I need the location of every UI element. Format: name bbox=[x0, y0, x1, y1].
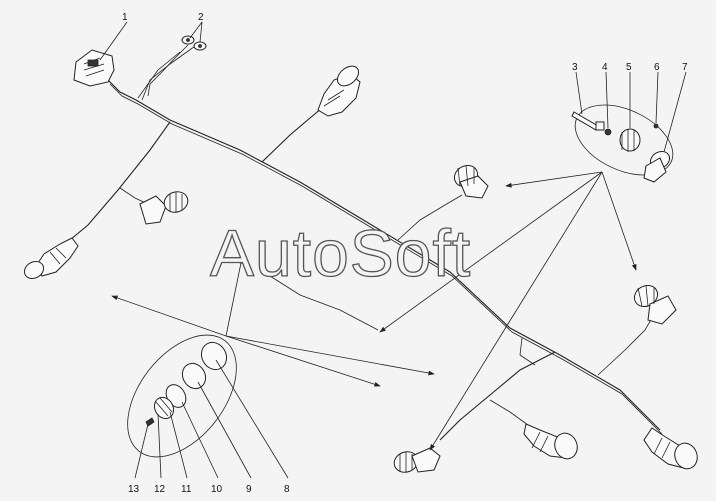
pointer-arrows bbox=[111, 171, 637, 451]
callout-4: 4 bbox=[602, 62, 608, 73]
callout-13: 13 bbox=[128, 484, 140, 495]
callout-3: 3 bbox=[572, 62, 578, 73]
callout-9: 9 bbox=[246, 484, 252, 495]
harness-trunk bbox=[107, 43, 663, 435]
angled-plug-right bbox=[633, 284, 677, 325]
round-socket-top bbox=[317, 65, 361, 117]
round-socket-bottom-center bbox=[523, 423, 578, 460]
callout-10: 10 bbox=[211, 484, 223, 495]
round-socket-left bbox=[23, 237, 79, 280]
callout-2: 2 bbox=[198, 12, 204, 23]
angled-plug-bottom bbox=[393, 447, 441, 473]
detail-group-right bbox=[571, 104, 674, 183]
callout-8: 8 bbox=[284, 484, 290, 495]
callout-12: 12 bbox=[154, 484, 166, 495]
callout-numbers: 1 2 3 4 5 6 7 8 9 10 11 12 13 bbox=[122, 12, 688, 495]
angled-plug-center bbox=[453, 164, 489, 199]
callout-6: 6 bbox=[654, 62, 660, 73]
callout-1: 1 bbox=[122, 12, 128, 23]
block-connector bbox=[73, 49, 115, 87]
watermark-text: AutoSoft bbox=[210, 216, 471, 290]
angled-plug-left bbox=[139, 191, 189, 225]
callout-leaders bbox=[99, 21, 687, 479]
round-socket-bottom-right bbox=[643, 427, 698, 470]
detail-group-left bbox=[127, 334, 237, 458]
ring-terminals bbox=[181, 35, 207, 51]
callout-7: 7 bbox=[682, 62, 688, 73]
harness-branches bbox=[69, 107, 653, 441]
callout-5: 5 bbox=[626, 62, 632, 73]
callout-11: 11 bbox=[181, 484, 192, 495]
